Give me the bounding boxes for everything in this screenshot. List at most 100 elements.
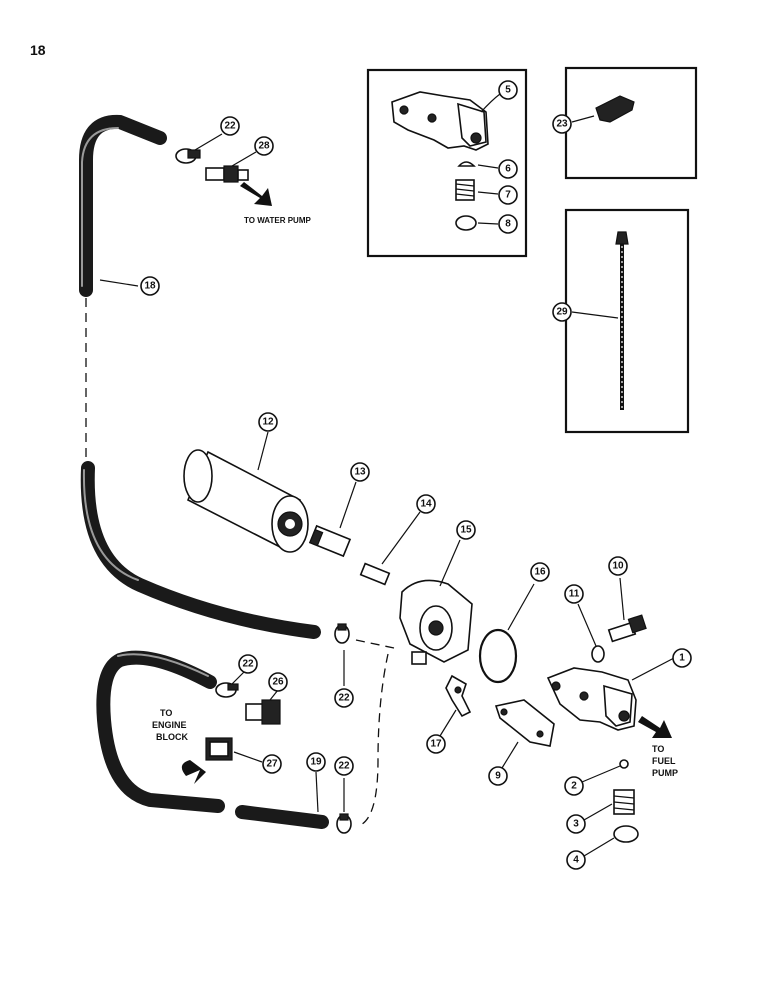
svg-text:4: 4	[573, 855, 579, 866]
spring-part-3	[613, 789, 635, 815]
callout-17: 17	[426, 734, 446, 754]
filter-part-12	[183, 449, 309, 553]
strap-part-29	[615, 231, 629, 410]
callout-22-left: 22	[238, 654, 258, 674]
callout-22-top: 22	[220, 116, 240, 136]
svg-text:28: 28	[258, 141, 270, 152]
bolt-part-10	[607, 614, 647, 643]
clamp-part-22-left	[215, 682, 239, 698]
nipple-part-14	[359, 562, 391, 586]
filter-head-part-15	[399, 579, 473, 665]
callout-2: 2	[564, 776, 584, 796]
callout-13: 13	[350, 462, 370, 482]
inset-box-strap	[564, 208, 690, 434]
callout-22-mid: 22	[334, 688, 354, 708]
svg-text:17: 17	[430, 739, 442, 750]
callout-1: 1	[672, 648, 692, 668]
svg-text:11: 11	[569, 589, 580, 600]
hose-part-19	[235, 805, 329, 829]
callout-27: 27	[262, 754, 282, 774]
svg-text:22: 22	[338, 761, 350, 772]
adapter-part-13	[308, 524, 352, 558]
clamp-part-22-top	[175, 148, 201, 164]
callout-4: 4	[566, 850, 586, 870]
callout-28: 28	[254, 136, 274, 156]
callout-5: 5	[498, 80, 518, 100]
svg-text:26: 26	[272, 677, 284, 688]
svg-text:13: 13	[354, 467, 366, 478]
svg-text:2: 2	[571, 781, 577, 792]
svg-text:14: 14	[420, 499, 432, 510]
svg-text:6: 6	[505, 164, 511, 175]
cap-part-8	[455, 215, 477, 231]
clip-part-23	[595, 95, 635, 123]
hose-part-u	[96, 650, 225, 813]
callout-7: 7	[498, 185, 518, 205]
label-to-water-pump: TO WATER PUMP	[244, 216, 311, 225]
fitting-part-28	[205, 165, 249, 183]
clamp-part-22-mid	[334, 623, 350, 644]
svg-text:8: 8	[505, 219, 511, 230]
svg-text:27: 27	[266, 759, 278, 770]
svg-text:3: 3	[573, 819, 579, 830]
arrow-to-engine-block	[181, 760, 206, 784]
label-to-engine-1: TO	[160, 708, 172, 718]
washer-part-11	[591, 645, 605, 663]
clamp-part-22-bottom	[336, 813, 352, 834]
callout-16: 16	[530, 562, 550, 582]
callout-10: 10	[608, 556, 628, 576]
arrow-to-fuel-pump	[638, 716, 672, 738]
svg-text:22: 22	[338, 693, 350, 704]
callout-14: 14	[416, 494, 436, 514]
svg-text:23: 23	[556, 119, 568, 130]
hose-part-18-top	[79, 114, 167, 297]
valve-body-part-5	[391, 91, 489, 151]
label-to-fuel-1: TO	[652, 744, 664, 754]
fitting-part-27	[205, 737, 233, 761]
svg-text:22: 22	[224, 121, 236, 132]
svg-text:9: 9	[495, 771, 501, 782]
arrow-to-water-pump	[240, 182, 272, 206]
callout-15: 15	[456, 520, 476, 540]
callout-26: 26	[268, 672, 288, 692]
spring-part-7	[455, 179, 475, 201]
label-to-engine-3: BLOCK	[156, 732, 188, 742]
label-to-fuel-3: PUMP	[652, 768, 678, 778]
washer-part-6	[457, 161, 476, 167]
callout-18: 18	[140, 276, 160, 296]
svg-text:12: 12	[262, 417, 274, 428]
callout-23: 23	[552, 114, 572, 134]
svg-text:15: 15	[460, 525, 472, 536]
svg-text:7: 7	[505, 190, 511, 201]
page-number: 18	[30, 42, 46, 58]
cap-part-4	[613, 825, 639, 843]
valve-body-part-1	[546, 667, 637, 731]
svg-text:5: 5	[505, 85, 511, 96]
inset-box-clip	[564, 66, 698, 180]
svg-text:22: 22	[242, 659, 254, 670]
callout-3: 3	[566, 814, 586, 834]
ball-part-2	[619, 759, 629, 769]
svg-text:16: 16	[534, 567, 546, 578]
callout-12: 12	[258, 412, 278, 432]
svg-text:10: 10	[612, 561, 624, 572]
svg-text:1: 1	[679, 653, 685, 664]
elbow-part-26	[245, 699, 281, 725]
valve-part-17	[445, 674, 472, 718]
callout-22-bottom: 22	[334, 756, 354, 776]
svg-text:18: 18	[144, 281, 156, 292]
callout-29: 29	[552, 302, 572, 322]
callout-9: 9	[488, 766, 508, 786]
hose-part-18-lower	[80, 461, 321, 639]
callout-8: 8	[498, 214, 518, 234]
label-to-fuel-2: FUEL	[652, 756, 676, 766]
callout-19: 19	[306, 752, 326, 772]
label-to-engine-2: ENGINE	[152, 720, 187, 730]
callout-11: 11	[564, 584, 584, 604]
gasket-part-9	[494, 699, 555, 747]
svg-text:19: 19	[310, 757, 322, 768]
svg-text:29: 29	[556, 307, 568, 318]
o-ring-part-16	[478, 628, 518, 684]
callout-6: 6	[498, 159, 518, 179]
